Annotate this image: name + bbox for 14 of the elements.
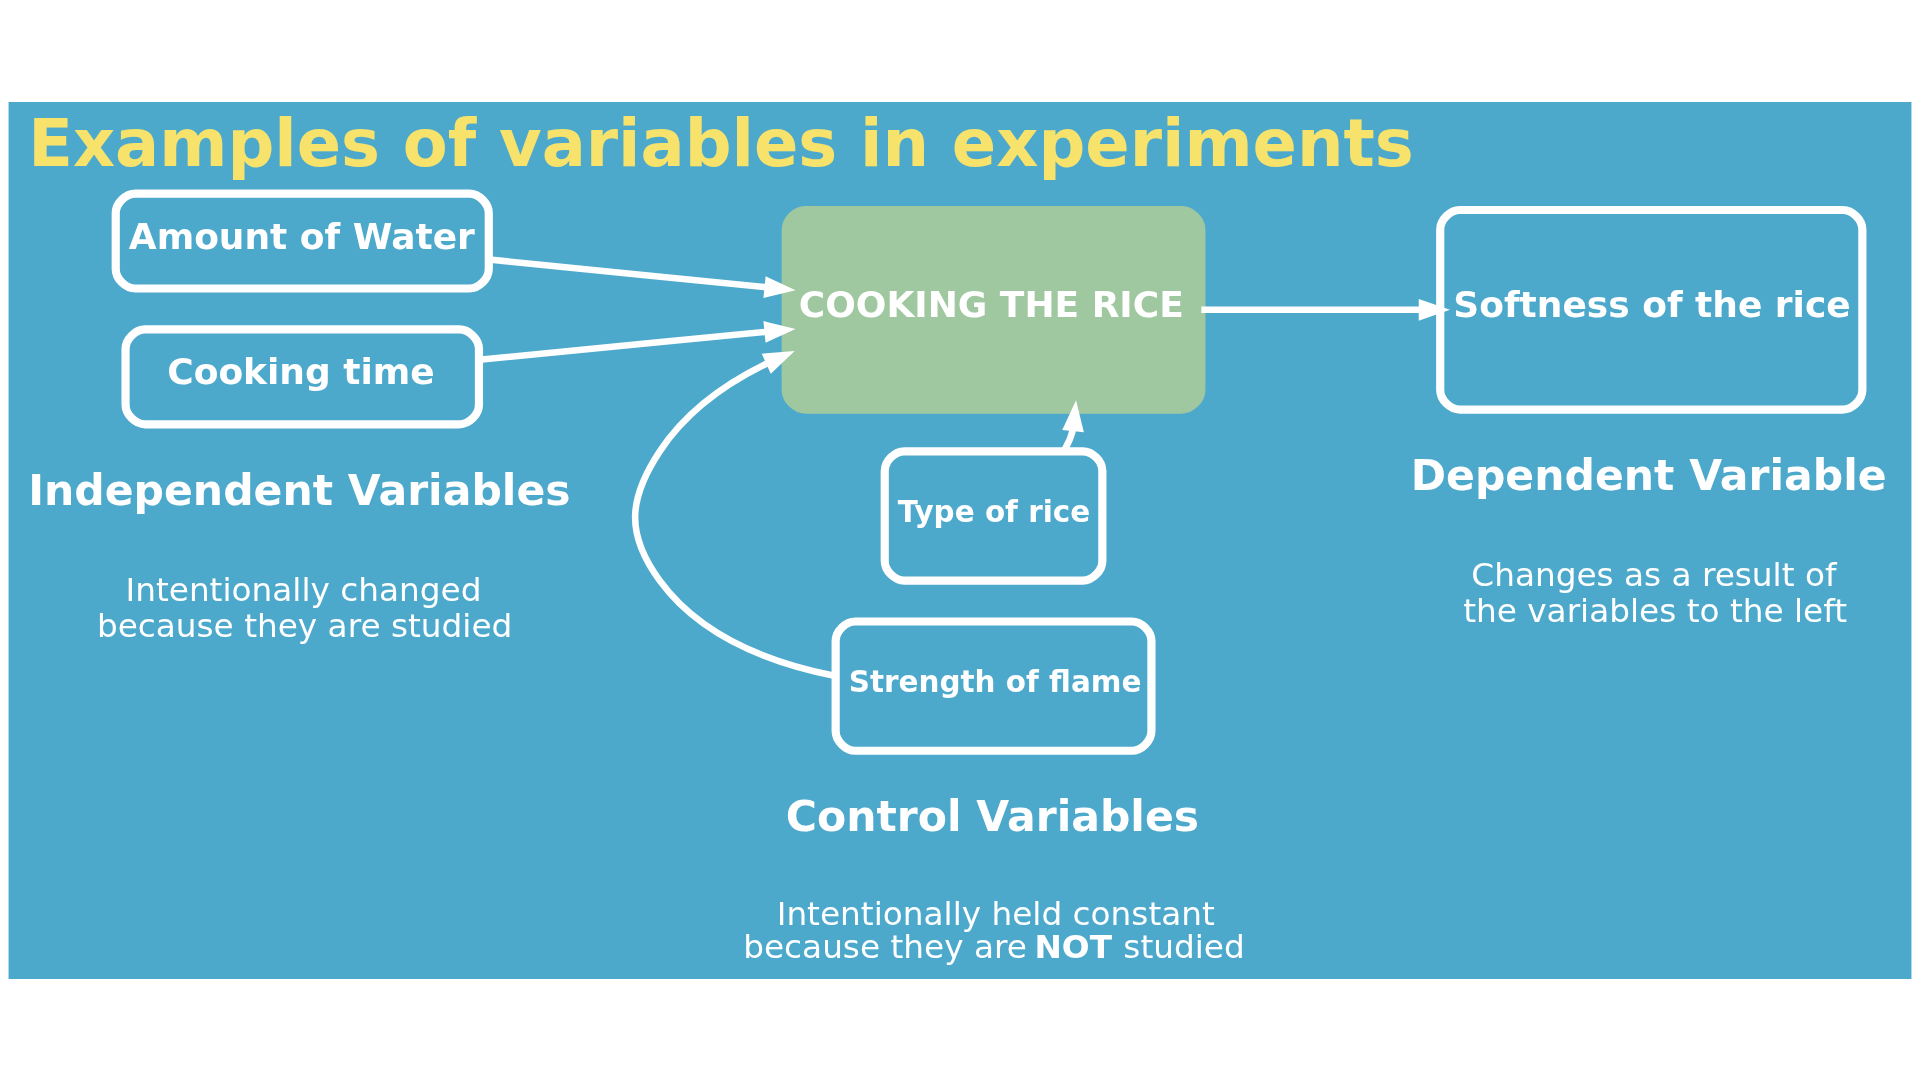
node-box: COOKING THE RICE xyxy=(781,205,1206,414)
label: Dependent Variable xyxy=(1410,450,1887,500)
node-box: Type of rice xyxy=(880,446,1107,585)
label: Changes as a result of the variables to the left xyxy=(1463,555,1847,630)
node-box: Strength of flame xyxy=(831,616,1156,755)
label: Independent Variables xyxy=(28,465,571,515)
diagram-title: Examples of variables in experiments xyxy=(28,104,1414,181)
label: Control Variables xyxy=(785,791,1200,841)
node-box: Softness of the rice xyxy=(1436,205,1867,414)
label: Intentionally held constant because they are NOT studied xyxy=(743,894,1245,966)
arrow xyxy=(1201,298,1450,321)
node-box: Cooking time xyxy=(121,324,484,428)
node-box: Amount of Water xyxy=(111,189,493,293)
label: Intentionally changed because they are studied xyxy=(96,570,513,645)
